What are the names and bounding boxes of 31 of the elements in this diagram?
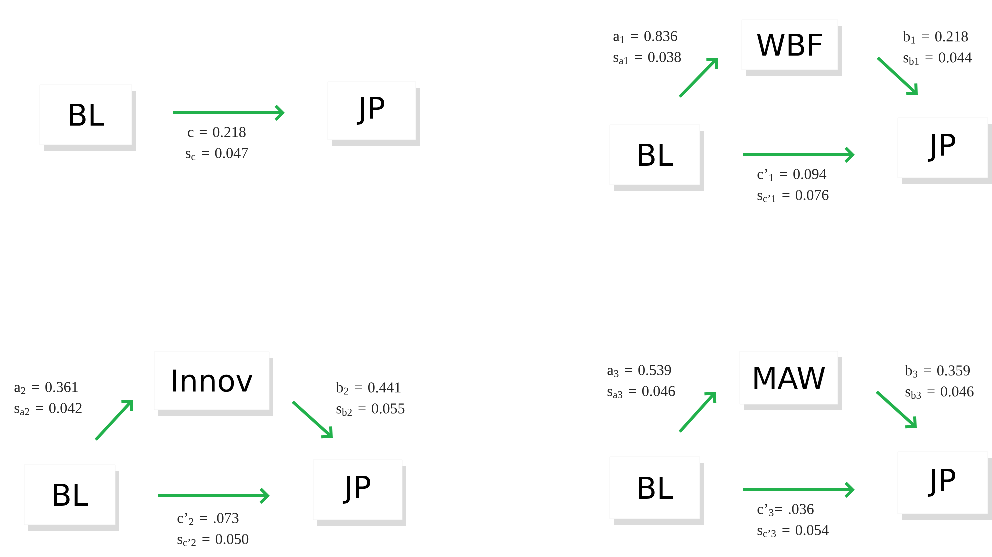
label-box: JP <box>313 460 406 526</box>
arrow <box>743 482 856 498</box>
label-box: Innov <box>154 352 274 416</box>
edge-label: c’$_{2}$ = .073 s$_{c’2}$ = 0.050 <box>178 513 249 546</box>
edge-label: c’$_{1}$ = 0.094 s$_{c’1}$ = 0.076 <box>758 169 829 202</box>
edge-label: b$_{1}$ = 0.218 s$_{b1}$ = 0.044 <box>903 31 972 66</box>
arrow <box>678 392 717 434</box>
label-box: BL <box>610 456 704 525</box>
edge-label: a$_{1}$ = 0.836 s$_{a1}$ = 0.038 <box>614 31 682 64</box>
arrow <box>292 400 333 439</box>
label-box: JP <box>898 452 992 520</box>
edge-label: c’$_{3}$= .036 s$_{c’3}$ = 0.054 <box>758 504 829 538</box>
edge-label: c = 0.218 s$_{c}$ = 0.047 <box>186 127 248 160</box>
label-box: WBF <box>742 20 842 76</box>
label-box: JP <box>328 82 420 146</box>
label-box: BL <box>40 84 136 151</box>
label-box: BL <box>24 464 120 531</box>
arrow <box>158 488 270 504</box>
edge-label: b$_{3}$ = 0.359 s$_{b3}$ = 0.046 <box>905 365 974 400</box>
arrow <box>94 400 134 442</box>
label-box: MAW <box>740 351 842 410</box>
label-box: BL <box>610 124 704 191</box>
edge-label: a$_{3}$ = 0.539 s$_{a3}$ = 0.046 <box>608 365 676 398</box>
arrow <box>678 58 718 98</box>
arrow <box>877 56 918 96</box>
edge-label: a$_{2}$ = 0.361 s$_{a2}$ = 0.042 <box>14 382 82 416</box>
edge-label: b$_{2}$ = 0.441 s$_{b2}$ = 0.055 <box>336 382 405 416</box>
arrow <box>743 146 856 164</box>
arrow <box>173 104 285 122</box>
label-box: JP <box>898 118 992 184</box>
arrow <box>876 390 918 429</box>
